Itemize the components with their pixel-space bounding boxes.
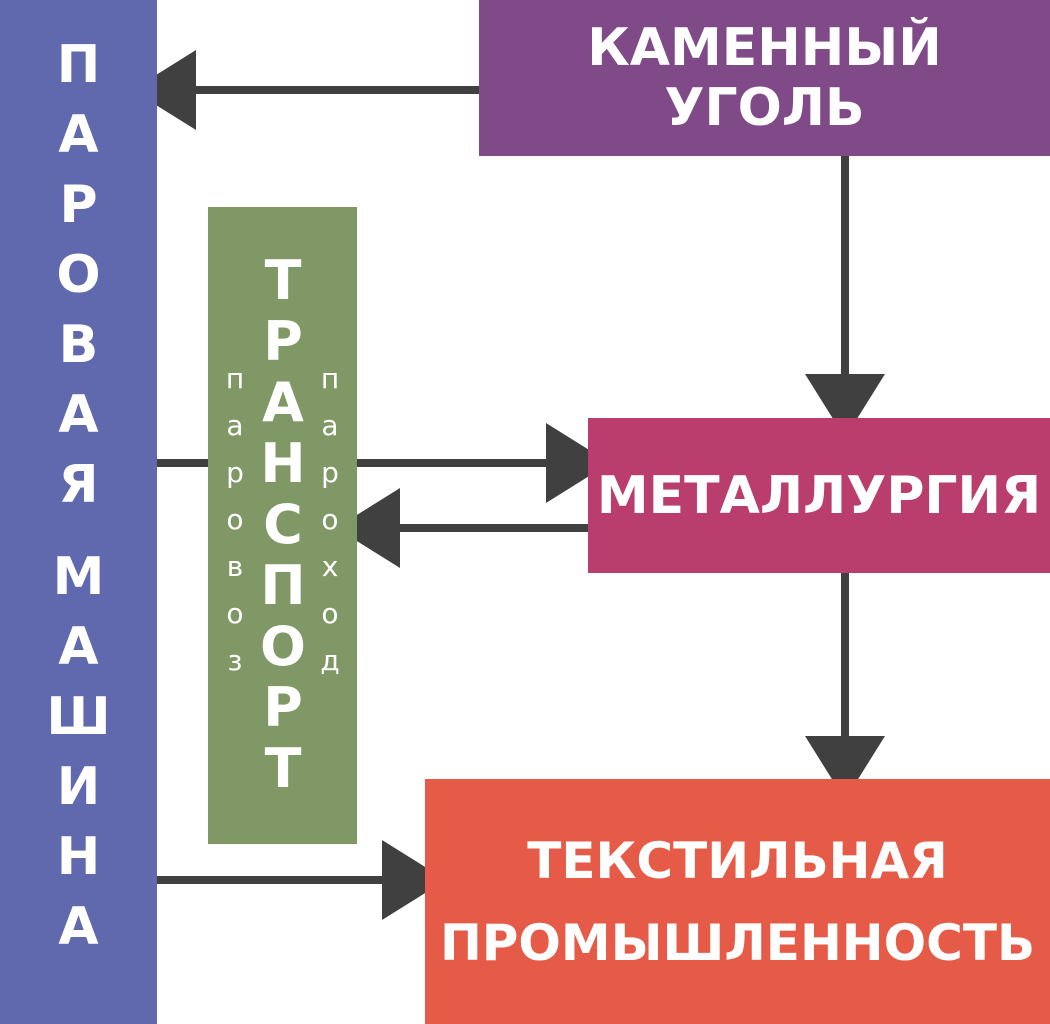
steamship-letter: о xyxy=(321,503,339,536)
steam-engine-letter: А xyxy=(58,617,99,677)
steam-locomotive-letter: п xyxy=(225,362,245,395)
steamship-letter: д xyxy=(320,644,340,677)
steam-locomotive-letter: в xyxy=(226,550,244,583)
node-transport xyxy=(208,207,357,844)
transport-letter: А xyxy=(262,371,304,434)
steam-locomotive-letter: о xyxy=(226,503,244,536)
steam-engine-letter: А xyxy=(58,385,99,445)
steamship-letter: р xyxy=(321,456,339,489)
transport-letter: О xyxy=(260,615,306,678)
steam-engine-letter xyxy=(0,520,157,542)
transport-letter: Р xyxy=(263,676,303,739)
textile-label: ТЕКСТИЛЬНАЯ ПРОМЫШЛЕННОСТЬ xyxy=(440,820,1035,984)
steamship-letter: п xyxy=(320,362,340,395)
transport-letter: П xyxy=(260,554,306,617)
coal-label: КАМЕННЫЙ УГОЛЬ xyxy=(587,18,942,138)
steamship-letter: а xyxy=(321,409,339,442)
steam-engine-letter: М xyxy=(52,547,105,607)
steam-locomotive-letter: а xyxy=(226,409,244,442)
steam-engine-letter: П xyxy=(56,35,101,95)
transport-letter: Т xyxy=(264,737,302,800)
steam-engine-letter: И xyxy=(56,757,101,817)
steamship-letter: х xyxy=(321,550,339,583)
steam-locomotive-letter: о xyxy=(226,597,244,630)
steam-engine-letter: А xyxy=(58,897,99,957)
textile-label-line2: ПРОМЫШЛЕННОСТЬ xyxy=(439,913,1036,972)
steam-engine-letter: Р xyxy=(59,175,98,235)
steam-engine-letter: О xyxy=(56,245,101,305)
node-metallurgy: МЕТАЛЛУРГИЯ xyxy=(588,418,1050,573)
steam-engine-letter: В xyxy=(58,315,99,375)
metallurgy-label: МЕТАЛЛУРГИЯ xyxy=(596,465,1042,526)
steam-engine-letter: Ш xyxy=(46,687,111,747)
transport-letter: Р xyxy=(263,310,303,373)
node-coal: КАМЕННЫЙ УГОЛЬ xyxy=(479,0,1050,156)
node-textile-industry: ТЕКСТИЛЬНАЯ ПРОМЫШЛЕННОСТЬ xyxy=(425,779,1050,1024)
transport-letter: Т xyxy=(264,249,302,312)
steamship-letter: о xyxy=(321,597,339,630)
steam-engine-letter: А xyxy=(58,105,99,165)
transport-letter: С xyxy=(263,493,303,556)
steam-engine-letter: Я xyxy=(58,455,99,515)
transport-letter: Н xyxy=(260,432,306,495)
steam-locomotive-letter: з xyxy=(227,644,243,677)
node-steam-engine xyxy=(0,0,157,1024)
steam-locomotive-letter: р xyxy=(226,456,244,489)
textile-label-line1: ТЕКСТИЛЬНАЯ xyxy=(527,831,948,890)
steam-engine-letter: Н xyxy=(56,827,101,887)
